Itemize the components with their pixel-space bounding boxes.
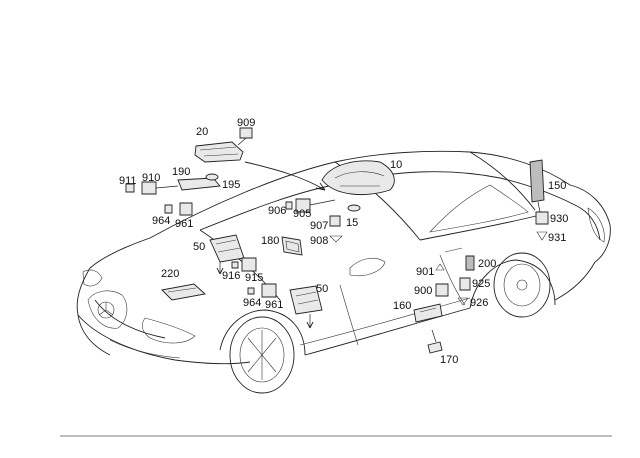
callout-915: 915 — [245, 272, 263, 284]
callout-200: 200 — [478, 258, 496, 270]
part-160-shape — [413, 303, 443, 323]
callout-964-lower: 964 — [243, 297, 261, 309]
callout-labels: 20 909 190 195 911 910 10 964 961 906 90… — [119, 117, 568, 366]
callout-926: 926 — [470, 297, 488, 309]
callout-961: 961 — [175, 218, 193, 230]
part-10-shape — [321, 160, 395, 195]
callout-908: 908 — [310, 235, 328, 247]
callout-906: 906 — [268, 205, 286, 217]
callout-195: 195 — [222, 179, 240, 191]
callout-911: 911 — [119, 175, 137, 187]
callout-180: 180 — [261, 235, 279, 247]
part-150-shape — [529, 159, 545, 203]
callout-160: 160 — [393, 300, 411, 312]
callout-930: 930 — [550, 213, 568, 225]
callout-910: 910 — [142, 172, 160, 184]
callout-909: 909 — [237, 117, 255, 129]
callout-925: 925 — [472, 278, 490, 290]
callout-916: 916 — [222, 270, 240, 282]
parts — [125, 127, 549, 354]
callout-900: 900 — [414, 285, 432, 297]
callout-907: 907 — [310, 220, 328, 232]
callout-964: 964 — [152, 215, 170, 227]
callout-170: 170 — [440, 354, 458, 366]
callout-50-right: 50 — [316, 283, 328, 295]
part-20-shape — [194, 141, 244, 163]
callout-150: 150 — [548, 180, 566, 192]
part-50-right-shape — [289, 285, 323, 315]
callout-20: 20 — [196, 126, 208, 138]
callout-220: 220 — [161, 268, 179, 280]
callout-50-left: 50 — [193, 241, 205, 253]
callout-190: 190 — [172, 166, 190, 178]
callout-901: 901 — [416, 266, 434, 278]
callout-15: 15 — [346, 217, 358, 229]
callout-931: 931 — [548, 232, 566, 244]
callout-10: 10 — [390, 159, 402, 171]
callout-961-lower: 961 — [265, 299, 283, 311]
callout-905: 905 — [293, 208, 311, 220]
